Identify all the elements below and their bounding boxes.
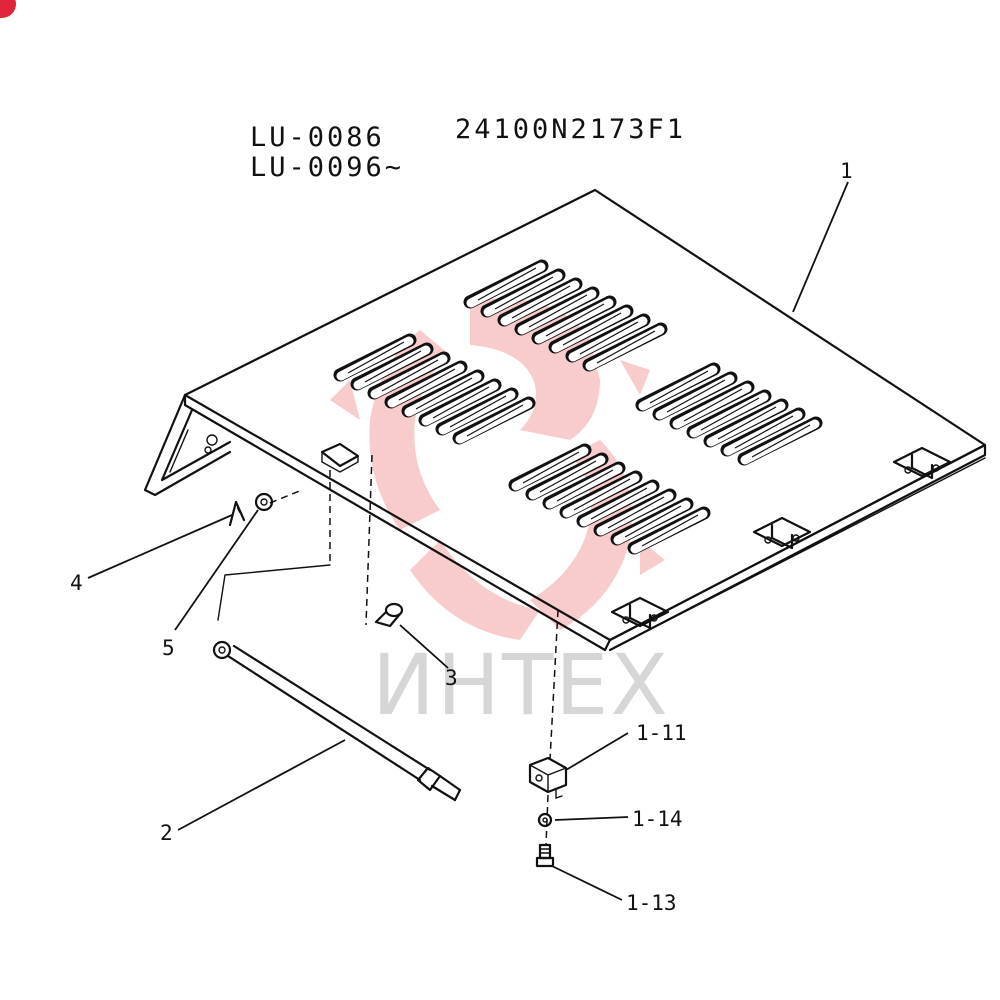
vent-slot-shade bbox=[522, 451, 580, 484]
vent-slot-shade bbox=[347, 341, 405, 374]
vent-slot-shade bbox=[511, 285, 571, 319]
assembly-line-latch bbox=[549, 609, 559, 761]
vent-slots-group-4 bbox=[635, 362, 823, 466]
bolt bbox=[535, 843, 555, 868]
callout-2: 2 bbox=[160, 821, 173, 845]
vent-slot-shade bbox=[641, 514, 699, 547]
callout-1-11: 1-11 bbox=[636, 721, 687, 745]
vent-slot-shade bbox=[734, 415, 794, 449]
assembly-line-screw bbox=[365, 454, 373, 626]
vent-slot-shade bbox=[545, 303, 605, 337]
vent-slot-shade bbox=[364, 350, 422, 383]
vent-slot-shade bbox=[649, 370, 709, 404]
corner-badge bbox=[0, 0, 16, 18]
vent-slot-shade bbox=[590, 487, 648, 520]
hinge-3 bbox=[892, 446, 952, 480]
leader-1-13 bbox=[551, 865, 623, 901]
leader-1 bbox=[792, 181, 849, 313]
leader-5 bbox=[174, 509, 259, 631]
part-code: 24100N2173F1 bbox=[455, 114, 686, 145]
leader-2 bbox=[177, 739, 346, 831]
callout-1-14: 1-14 bbox=[632, 807, 683, 831]
vent-slot-shade bbox=[528, 294, 588, 328]
screw bbox=[374, 602, 404, 628]
vent-slots-group-2 bbox=[463, 259, 668, 372]
vent-slot-shade bbox=[398, 368, 456, 401]
callout-4: 4 bbox=[70, 571, 83, 595]
vent-slot-shade bbox=[494, 276, 554, 310]
vent-slot-shade bbox=[562, 312, 622, 346]
vent-slot-shade bbox=[477, 267, 537, 301]
vent-slot-shade bbox=[624, 505, 682, 538]
leader-1-11 bbox=[565, 732, 629, 771]
vent-slots-group-3 bbox=[508, 443, 711, 555]
vent-slot-shade bbox=[596, 330, 656, 364]
vent-slot-shade bbox=[579, 321, 639, 355]
vent-slot-shade bbox=[717, 406, 777, 440]
vent-slot-shade bbox=[751, 424, 811, 458]
vent-slot-shade bbox=[466, 404, 524, 437]
vent-slot-shade bbox=[607, 496, 665, 529]
pin-clip bbox=[228, 500, 246, 527]
leader-1-14 bbox=[554, 816, 629, 821]
watermark-text: ИНТЕХ bbox=[372, 636, 670, 734]
callout-1: 1 bbox=[840, 159, 853, 183]
model-line-2: LU-0096~ bbox=[250, 152, 404, 183]
hinge-2 bbox=[752, 516, 812, 550]
vent-slot-shade bbox=[432, 386, 490, 419]
leader-3 bbox=[399, 624, 449, 669]
vent-slot-shade bbox=[556, 469, 614, 502]
callout-1-13: 1-13 bbox=[626, 891, 677, 915]
latch-block bbox=[528, 756, 568, 799]
callout-5: 5 bbox=[162, 636, 175, 660]
small-washer bbox=[537, 812, 553, 828]
model-line-1: LU-0086 bbox=[250, 122, 385, 153]
vent-slots-group-1 bbox=[333, 333, 536, 445]
vent-slot-shade bbox=[573, 478, 631, 511]
vent-slot-shade bbox=[700, 397, 760, 431]
assembly-line-clip bbox=[269, 489, 303, 504]
vent-slot-shade bbox=[381, 359, 439, 392]
vent-slot-shade bbox=[666, 379, 726, 413]
leader-4 bbox=[87, 514, 233, 579]
vent-slot-shade bbox=[449, 395, 507, 428]
vent-slot-shade bbox=[415, 377, 473, 410]
washer bbox=[254, 492, 274, 512]
underside-bracket bbox=[320, 442, 360, 473]
hinge-1 bbox=[610, 596, 670, 630]
cover-plate bbox=[143, 188, 987, 652]
support-stay-rod bbox=[212, 564, 462, 802]
callout-3: 3 bbox=[445, 666, 458, 690]
vent-slot-shade bbox=[539, 460, 597, 493]
vent-slot-shade bbox=[683, 388, 743, 422]
